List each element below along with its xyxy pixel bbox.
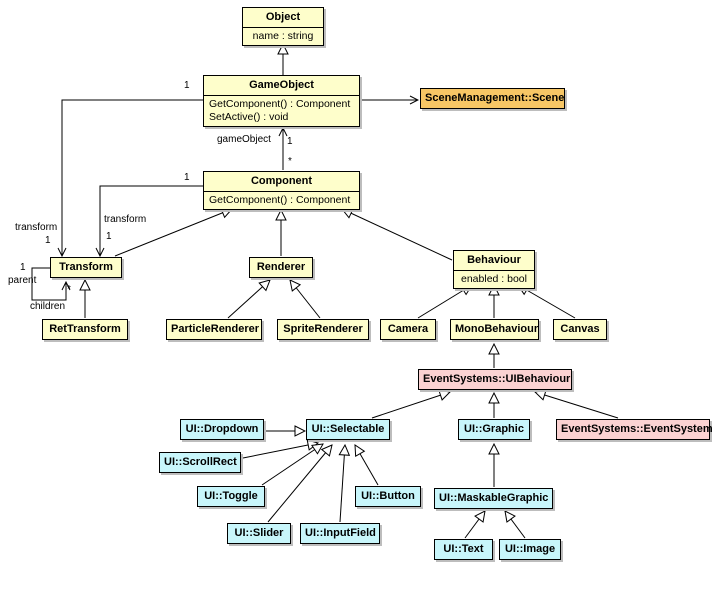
class-gameobject[interactable]: GameObject GetComponent() : Component Se… xyxy=(203,75,360,127)
class-camera-name: Camera xyxy=(387,323,429,335)
class-rettransform[interactable]: RetTransform xyxy=(42,319,128,340)
class-uibehaviour-name: EventSystems::UIBehaviour xyxy=(423,373,571,385)
spriterenderer-inherits-renderer xyxy=(290,280,321,319)
class-gameobject-name: GameObject xyxy=(249,79,314,91)
children-role-label: children xyxy=(30,301,66,312)
class-toggle-name: UI::Toggle xyxy=(204,490,258,502)
class-toggle[interactable]: UI::Toggle xyxy=(197,486,265,507)
class-dropdown[interactable]: UI::Dropdown xyxy=(180,419,264,440)
particlerenderer-inherits-renderer xyxy=(227,280,270,319)
toggle-inherits-selectable xyxy=(261,444,323,486)
class-button-name: UI::Button xyxy=(361,490,415,502)
eventsystem-inherits-uibehaviour xyxy=(535,392,619,419)
text-inherits-maskablegraphic xyxy=(464,511,485,539)
class-graphic-name: UI::Graphic xyxy=(464,423,524,435)
class-button[interactable]: UI::Button xyxy=(355,486,421,507)
class-renderer[interactable]: Renderer xyxy=(249,257,313,278)
camera-inherits-behaviour xyxy=(417,285,472,319)
class-monobehaviour-name: MonoBehaviour xyxy=(455,323,539,335)
class-scene-name: SceneManagement::Scene xyxy=(425,92,565,104)
class-scrollrect-name: UI::ScrollRect xyxy=(164,456,237,468)
class-rettransform-name: RetTransform xyxy=(49,323,121,335)
gameobject-transform-multiplicity: 1 xyxy=(184,80,190,91)
gameobject-role-label: gameObject xyxy=(217,134,271,145)
component-gameobject-multiplicity-many: * xyxy=(288,156,292,167)
class-spriterenderer[interactable]: SpriteRenderer xyxy=(277,319,369,340)
class-particlerenderer-name: ParticleRenderer xyxy=(171,323,260,335)
component-gameobject-multiplicity-one: 1 xyxy=(287,136,293,147)
selectable-inherits-uibehaviour xyxy=(371,392,450,419)
class-inputfield[interactable]: UI::InputField xyxy=(300,523,380,544)
class-selectable-name: UI::Selectable xyxy=(311,423,385,435)
class-inputfield-name: UI::InputField xyxy=(305,527,376,539)
transform-end-multiplicity-component: 1 xyxy=(106,231,112,242)
transform-self-association xyxy=(31,267,66,301)
class-behaviour-name: Behaviour xyxy=(467,254,521,266)
transform-role-label-component: transform xyxy=(104,214,147,225)
scrollrect-inherits-selectable xyxy=(242,443,318,459)
class-object-attribute: name : string xyxy=(252,30,314,42)
class-maskablegraphic-name: UI::MaskableGraphic xyxy=(439,492,549,504)
class-eventsystem[interactable]: EventSystems::EventSystem xyxy=(556,419,713,440)
canvas-inherits-behaviour xyxy=(518,285,576,319)
class-transform-name: Transform xyxy=(59,261,113,273)
class-image[interactable]: UI::Image xyxy=(499,539,561,560)
class-object-name: Object xyxy=(265,11,301,23)
class-scene[interactable]: SceneManagement::Scene xyxy=(420,88,565,109)
component-transform-association xyxy=(100,185,203,256)
class-object[interactable]: Object name : string xyxy=(242,7,324,46)
slider-inherits-selectable xyxy=(267,445,332,523)
transform-inherits-component xyxy=(114,209,232,257)
transform-role-label-gameobject: transform xyxy=(15,222,58,233)
class-text-name: UI::Text xyxy=(443,543,484,555)
class-camera[interactable]: Camera xyxy=(380,319,436,340)
transform-end-multiplicity-gameobject: 1 xyxy=(45,235,51,246)
class-graphic[interactable]: UI::Graphic xyxy=(458,419,530,440)
class-renderer-name: Renderer xyxy=(256,261,306,273)
children-multiplicity: * xyxy=(67,284,71,295)
class-behaviour[interactable]: Behaviour enabled : bool xyxy=(453,250,535,289)
class-canvas-name: Canvas xyxy=(560,323,600,335)
class-slider[interactable]: UI::Slider xyxy=(227,523,291,544)
class-dropdown-name: UI::Dropdown xyxy=(185,423,259,435)
class-component-operation: GetComponent() : Component xyxy=(209,194,351,206)
parent-multiplicity: 1 xyxy=(20,262,26,273)
class-eventsystem-name: EventSystems::EventSystem xyxy=(561,423,713,435)
button-inherits-selectable xyxy=(355,445,379,486)
class-text[interactable]: UI::Text xyxy=(434,539,493,560)
gameobject-transform-association xyxy=(62,99,203,256)
class-transform[interactable]: Transform xyxy=(50,257,122,278)
class-particlerenderer[interactable]: ParticleRenderer xyxy=(166,319,262,340)
class-behaviour-attribute: enabled : bool xyxy=(461,273,527,285)
class-component-name: Component xyxy=(250,175,313,187)
class-maskablegraphic[interactable]: UI::MaskableGraphic xyxy=(434,488,553,509)
inputfield-inherits-selectable xyxy=(340,445,345,523)
class-uibehaviour[interactable]: EventSystems::UIBehaviour xyxy=(418,369,572,390)
class-gameobject-operation: GetComponent() : Component xyxy=(209,98,351,110)
class-monobehaviour[interactable]: MonoBehaviour xyxy=(450,319,539,340)
parent-role-label: parent xyxy=(8,275,37,286)
component-transform-multiplicity: 1 xyxy=(184,172,190,183)
class-selectable[interactable]: UI::Selectable xyxy=(306,419,390,440)
class-image-name: UI::Image xyxy=(504,543,556,555)
image-inherits-maskablegraphic xyxy=(505,511,526,539)
class-slider-name: UI::Slider xyxy=(234,527,284,539)
class-spriterenderer-name: SpriteRenderer xyxy=(283,323,363,335)
class-scrollrect[interactable]: UI::ScrollRect xyxy=(159,452,241,473)
behaviour-inherits-component xyxy=(342,209,453,261)
class-gameobject-operation: SetActive() : void xyxy=(209,111,289,123)
class-canvas[interactable]: Canvas xyxy=(553,319,607,340)
class-component[interactable]: Component GetComponent() : Component xyxy=(203,171,360,210)
